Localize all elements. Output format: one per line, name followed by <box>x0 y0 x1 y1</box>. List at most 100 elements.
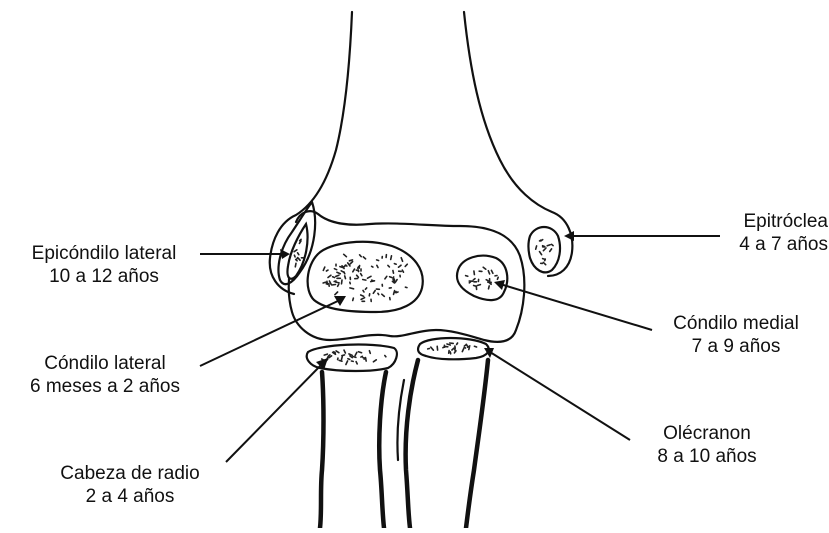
speckle <box>477 285 480 286</box>
leader-cabeza-radio <box>226 362 324 462</box>
speckle <box>372 266 373 267</box>
speckle <box>334 352 336 353</box>
speckle <box>369 351 370 354</box>
cabeza-radio-age: 2 a 4 años <box>30 485 230 508</box>
speckle <box>473 279 475 280</box>
leader-olecranon <box>490 352 630 440</box>
speckle <box>334 281 336 282</box>
humerus-outline <box>270 12 573 294</box>
speckle <box>336 275 339 276</box>
speckle <box>497 277 498 279</box>
label-epitroclea: Epitróclea 4 a 7 años <box>700 210 828 256</box>
speckle <box>388 265 390 267</box>
label-olecranon: Olécranon 8 a 10 años <box>632 422 782 468</box>
speckle <box>338 284 339 286</box>
speckle <box>363 290 364 292</box>
speckle <box>394 291 395 295</box>
speckle <box>469 282 470 283</box>
epicondilo-lateral-age: 10 a 12 años <box>6 265 202 288</box>
speckle <box>466 276 468 277</box>
label-condilo-medial: Cóndilo medial 7 a 9 años <box>656 312 816 358</box>
speckle <box>344 272 345 274</box>
epicondilo-lateral-name: Epicóndilo lateral <box>6 242 202 265</box>
speckle <box>377 260 379 261</box>
speckle <box>552 244 554 245</box>
speckle <box>486 280 488 281</box>
speckle <box>353 298 354 300</box>
speckle <box>356 362 357 364</box>
speckle <box>541 240 543 241</box>
speckle <box>342 280 343 284</box>
speckle <box>457 343 458 345</box>
speckle <box>358 267 359 269</box>
speckle <box>402 270 403 272</box>
arrow-epicondilo-lateral <box>280 249 290 259</box>
speckle <box>363 280 366 281</box>
speckle <box>468 346 470 347</box>
speckle <box>455 350 456 352</box>
condilo-lateral-age: 6 meses a 2 años <box>0 375 210 398</box>
speckle <box>340 267 344 268</box>
olecranon-age: 8 a 10 años <box>632 445 782 468</box>
speckle <box>332 285 336 286</box>
label-condilo-lateral: Cóndilo lateral 6 meses a 2 años <box>0 352 210 398</box>
condilo-medial-age: 7 a 9 años <box>656 335 816 358</box>
speckle <box>391 256 392 260</box>
speckle <box>350 282 351 284</box>
speckle <box>356 270 358 271</box>
speckle <box>385 356 386 357</box>
epitroclea-name: Epitróclea <box>700 210 828 233</box>
speckle <box>377 265 378 267</box>
speckle <box>361 356 363 357</box>
speckle <box>324 354 327 355</box>
ulna-outline <box>406 360 488 528</box>
speckle <box>464 347 465 348</box>
speckle <box>474 271 475 275</box>
speckle <box>365 288 366 289</box>
speckle <box>489 286 490 289</box>
speckle <box>336 282 340 283</box>
speckle <box>474 286 477 287</box>
speckle <box>323 282 325 283</box>
speckle <box>447 344 450 345</box>
arrow-epitroclea <box>564 231 574 241</box>
olecranon-name: Olécranon <box>632 422 782 445</box>
speckle <box>342 355 345 356</box>
speckle <box>339 360 342 361</box>
speckle <box>348 359 350 360</box>
radius-outline <box>320 372 386 528</box>
speckle <box>393 277 394 279</box>
speckle <box>359 352 362 353</box>
speckle <box>333 277 335 278</box>
ulna-inner-outline <box>397 380 404 460</box>
speckle <box>394 264 396 265</box>
cabeza-radio-name: Cabeza de radio <box>30 462 230 485</box>
speckle <box>345 276 346 279</box>
speckle <box>393 271 394 274</box>
epitroclea-age: 4 a 7 años <box>700 233 828 256</box>
speckle <box>295 263 296 267</box>
speckle <box>342 357 343 360</box>
condilo-medial-name: Cóndilo medial <box>656 312 816 335</box>
medial-condyle-nucleus <box>457 256 507 300</box>
condilo-lateral-name: Cóndilo lateral <box>0 352 210 375</box>
speckle <box>536 246 537 249</box>
speckle <box>326 270 328 271</box>
speckle <box>294 255 295 257</box>
speckle <box>547 245 550 246</box>
speckle <box>361 274 362 276</box>
speckle <box>334 269 336 270</box>
speckle <box>543 259 546 260</box>
speckle <box>349 260 352 261</box>
speckle <box>543 246 545 247</box>
label-cabeza-radio: Cabeza de radio 2 a 4 años <box>30 462 230 508</box>
speckle <box>365 358 366 362</box>
speckle <box>297 258 298 260</box>
speckle <box>390 277 392 278</box>
label-epicondilo-lateral: Epicóndilo lateral 10 a 12 años <box>6 242 202 288</box>
speckle <box>350 288 354 289</box>
speckle <box>469 347 470 349</box>
speckle <box>353 357 356 358</box>
speckle <box>378 293 379 294</box>
